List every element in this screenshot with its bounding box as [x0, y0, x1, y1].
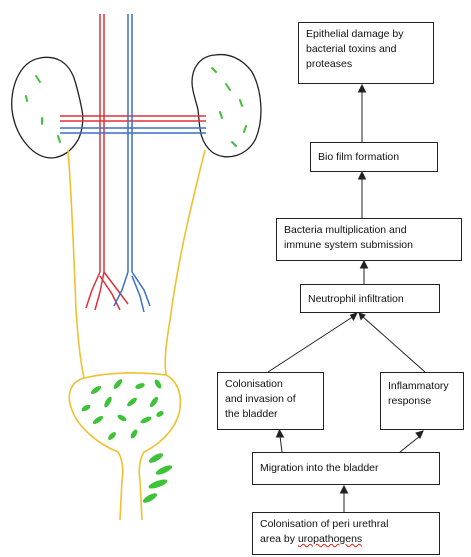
bacteria-line-2: immune system submission: [284, 238, 454, 253]
inflammatory-line-1: Inflammatory: [388, 379, 456, 394]
right-kidney: [192, 55, 261, 157]
epithelial-line-1: Epithelial damage by: [306, 27, 426, 42]
box-colonisation-invasion: Colonisation and invasion of the bladder: [217, 372, 324, 430]
colonisation-line-2: and invasion of: [225, 392, 316, 407]
colonisation-line-1: Colonisation: [225, 377, 316, 392]
bacteria-line-1: Bacteria multiplication and: [284, 223, 454, 238]
bladder: [69, 373, 180, 520]
peri-line-2: area by uropathogens: [260, 532, 432, 547]
veins: [60, 14, 206, 312]
peri-line-1: Colonisation of peri urethral: [260, 517, 432, 532]
box-migration: Migration into the bladder: [252, 452, 440, 485]
inflammatory-line-2: response: [388, 394, 456, 409]
box-colonisation-peri-urethral: Colonisation of peri urethral area by ur…: [252, 512, 440, 555]
migration-label: Migration into the bladder: [260, 461, 432, 476]
left-kidney: [12, 57, 83, 158]
biofilm-label: Bio film formation: [318, 150, 430, 165]
box-inflammatory-response: Inflammatory response: [380, 372, 464, 430]
box-biofilm-formation: Bio film formation: [310, 142, 438, 172]
epithelial-line-3: proteases: [306, 57, 426, 72]
kidney-bacteria: [26, 68, 246, 146]
ureters: [68, 150, 205, 378]
uropathogens-word: uropathogens: [298, 533, 362, 545]
box-neutrophil-infiltration: Neutrophil infiltration: [300, 284, 440, 313]
epithelial-line-2: bacterial toxins and: [306, 42, 426, 57]
box-bacteria-multiplication: Bacteria multiplication and immune syste…: [276, 218, 462, 261]
box-epithelial-damage: Epithelial damage by bacterial toxins an…: [298, 22, 434, 84]
colonisation-line-3: the bladder: [225, 407, 316, 422]
arteries: [60, 14, 206, 310]
peri-line-2-prefix: area by: [260, 533, 298, 545]
neutrophil-label: Neutrophil infiltration: [308, 292, 432, 307]
